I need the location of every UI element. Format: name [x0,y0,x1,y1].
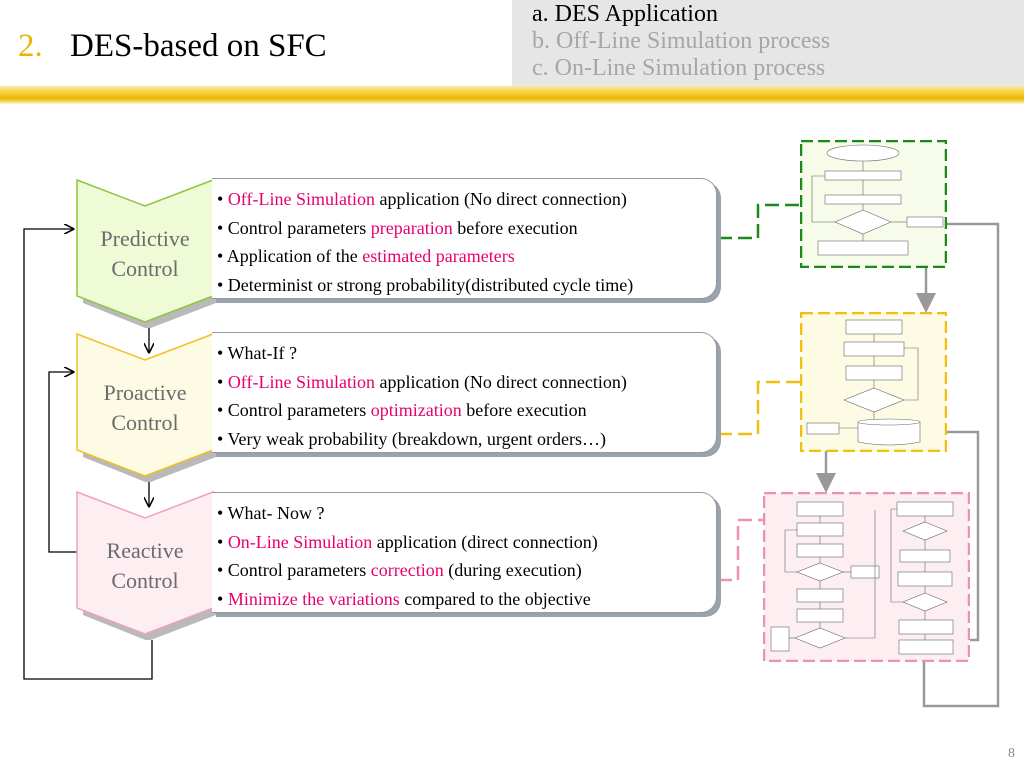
reactive-control-box[interactable]: Reactive Control [75,490,216,640]
feedback-reactive-to-proactive [48,372,78,553]
predictive-line-1: • Off-Line Simulation application (No di… [217,189,627,209]
predictive-description-panel: • Off-Line Simulation application (No di… [212,178,717,299]
proactive-line-4: • Very weak probability (breakdown, urge… [217,428,607,449]
slide-title: DES-based on SFC [70,28,327,64]
reactive-control-label: Reactive Control [106,538,184,593]
predictive-line-4: • Determinist or strong probability(dist… [217,274,634,295]
proactive-line-1: • What-If ? [217,343,297,363]
reactive-line-4: • Minimize the variations compared to th… [217,588,591,609]
proactive-control-box[interactable]: Proactive Control [75,332,216,482]
section-number: 2. [18,28,43,64]
feedback-to-predictive [23,229,153,680]
reactive-description-panel: • What- Now ? • On-Line Simulation appli… [212,492,717,613]
reactive-line-1: • What- Now ? [217,503,325,523]
gray-loop-inner [925,422,980,642]
predictive-control-box[interactable]: Predictive Control [75,178,216,328]
offline-preparation-flowchart [800,140,947,268]
link-predictive-flowchart [718,203,800,240]
reactive-line-3: • Control parameters correction (during … [217,560,582,581]
proactive-line-2: • Off-Line Simulation application (No di… [217,371,627,392]
online-correction-flowchart [763,492,970,662]
reactive-line-2: • On-Line Simulation application (direct… [217,531,598,552]
predictive-line-2: • Control parameters preparation before … [217,217,578,238]
agenda-panel: a. DES Application b. Off-Line Simulatio… [512,0,1024,86]
proactive-control-label: Proactive Control [103,380,187,435]
gray-loop-right [908,222,1000,708]
page-number: 8 [1008,746,1015,761]
link-proactive-flowchart [718,380,800,436]
agenda-item-offline-simulation[interactable]: b. Off-Line Simulation process [532,28,831,54]
proactive-line-3: • Control parameters optimization before… [217,400,587,421]
agenda-item-des-application[interactable]: a. DES Application [532,1,718,27]
offline-optimization-flowchart [800,312,947,452]
agenda-item-online-simulation[interactable]: c. On-Line Simulation process [532,55,826,81]
proactive-description-panel: • What-If ? • Off-Line Simulation applic… [212,332,717,453]
title-area: 2. DES-based on SFC [0,0,512,86]
predictive-line-3: • Application of the estimated parameter… [217,246,515,267]
predictive-control-label: Predictive Control [100,226,190,281]
link-reactive-flowchart [718,518,763,582]
header-divider-bar [0,86,1024,104]
